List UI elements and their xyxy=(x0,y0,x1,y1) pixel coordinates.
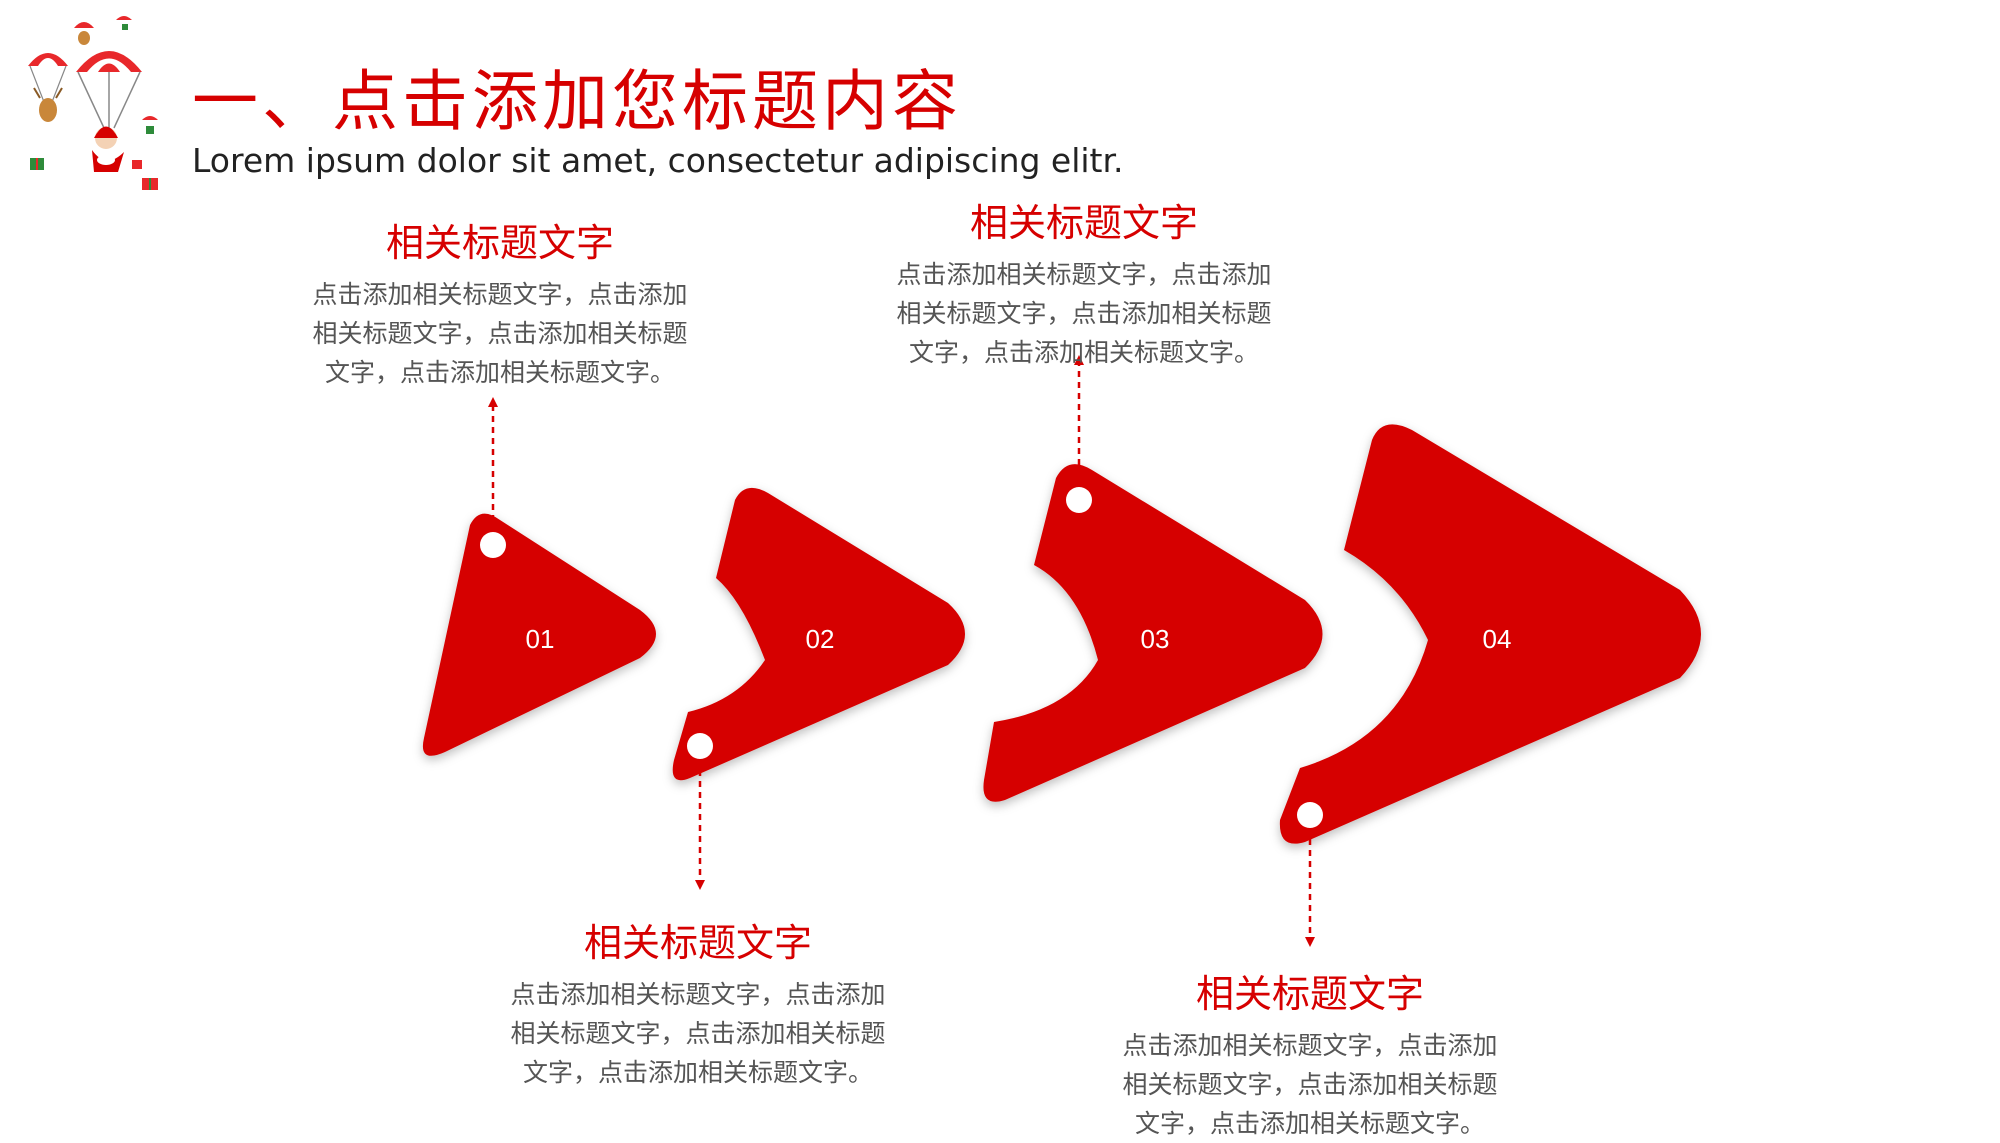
step-3-title: 相关标题文字 xyxy=(969,201,1198,245)
step-3-arrow-shape xyxy=(983,464,1323,802)
step-1-title: 相关标题文字 xyxy=(385,221,614,265)
step-3-number: 03 xyxy=(1141,624,1170,654)
step-2-number: 02 xyxy=(806,624,835,654)
santa-parachute-icon xyxy=(28,16,158,190)
step-2-marker-dot xyxy=(687,733,713,759)
step-4-description: 点击添加相关标题文字，点击添加相关标题文字，点击添加相关标题文字，点击添加相关标… xyxy=(1122,1031,1498,1138)
step-2-card: 相关标题文字 点击添加相关标题文字，点击添加相关标题文字，点击添加相关标题文字，… xyxy=(498,912,898,1092)
step-1-description: 点击添加相关标题文字，点击添加相关标题文字，点击添加相关标题文字，点击添加相关标… xyxy=(312,280,688,387)
step-1-number: 01 xyxy=(526,624,555,654)
step-2-title: 相关标题文字 xyxy=(583,921,812,965)
step-4-marker-dot xyxy=(1297,802,1323,828)
step-1-marker-dot xyxy=(480,532,506,558)
step-4-number: 04 xyxy=(1483,624,1512,654)
step-4-arrow-shape xyxy=(1279,424,1701,844)
step-4-card: 相关标题文字 点击添加相关标题文字，点击添加相关标题文字，点击添加相关标题文字，… xyxy=(1110,963,1510,1143)
step-3-marker-dot xyxy=(1066,487,1092,513)
page-title: 一、点击添加您标题内容 xyxy=(192,63,962,140)
step-2-description: 点击添加相关标题文字，点击添加相关标题文字，点击添加相关标题文字，点击添加相关标… xyxy=(510,980,886,1087)
step-3-description: 点击添加相关标题文字，点击添加相关标题文字，点击添加相关标题文字，点击添加相关标… xyxy=(896,260,1272,367)
step-2-arrow-shape xyxy=(672,487,965,781)
page-subtitle: Lorem ipsum dolor sit amet, consectetur … xyxy=(192,141,1124,180)
step-3-card: 相关标题文字 点击添加相关标题文字，点击添加相关标题文字，点击添加相关标题文字，… xyxy=(884,192,1284,372)
step-1-card: 相关标题文字 点击添加相关标题文字，点击添加相关标题文字，点击添加相关标题文字，… xyxy=(300,212,700,392)
step-1-arrow-shape xyxy=(422,513,656,756)
step-4-title: 相关标题文字 xyxy=(1195,972,1424,1016)
